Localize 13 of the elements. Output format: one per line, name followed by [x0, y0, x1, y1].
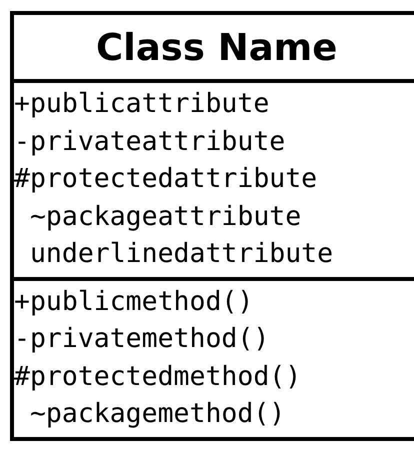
method-text: ~packagemethod() — [28, 397, 286, 431]
method-text: +publicmethod() — [14, 284, 254, 318]
class-name-text: Class Name — [96, 26, 338, 68]
method-text: #protectedmethod() — [14, 360, 302, 394]
attribute-compartment — [10, 83, 414, 280]
attribute-text: +publicattribute — [14, 87, 270, 121]
attribute-text: ~packageattribute — [28, 200, 302, 234]
attribute-text: underlinedattribute — [28, 237, 334, 271]
attribute-text: -privateattribute — [14, 124, 286, 158]
method-compartment — [10, 280, 414, 440]
attribute-text: #protectedattribute — [14, 162, 318, 196]
method-text: -privatemethod() — [14, 322, 270, 356]
class-name-compartment — [10, 11, 414, 83]
